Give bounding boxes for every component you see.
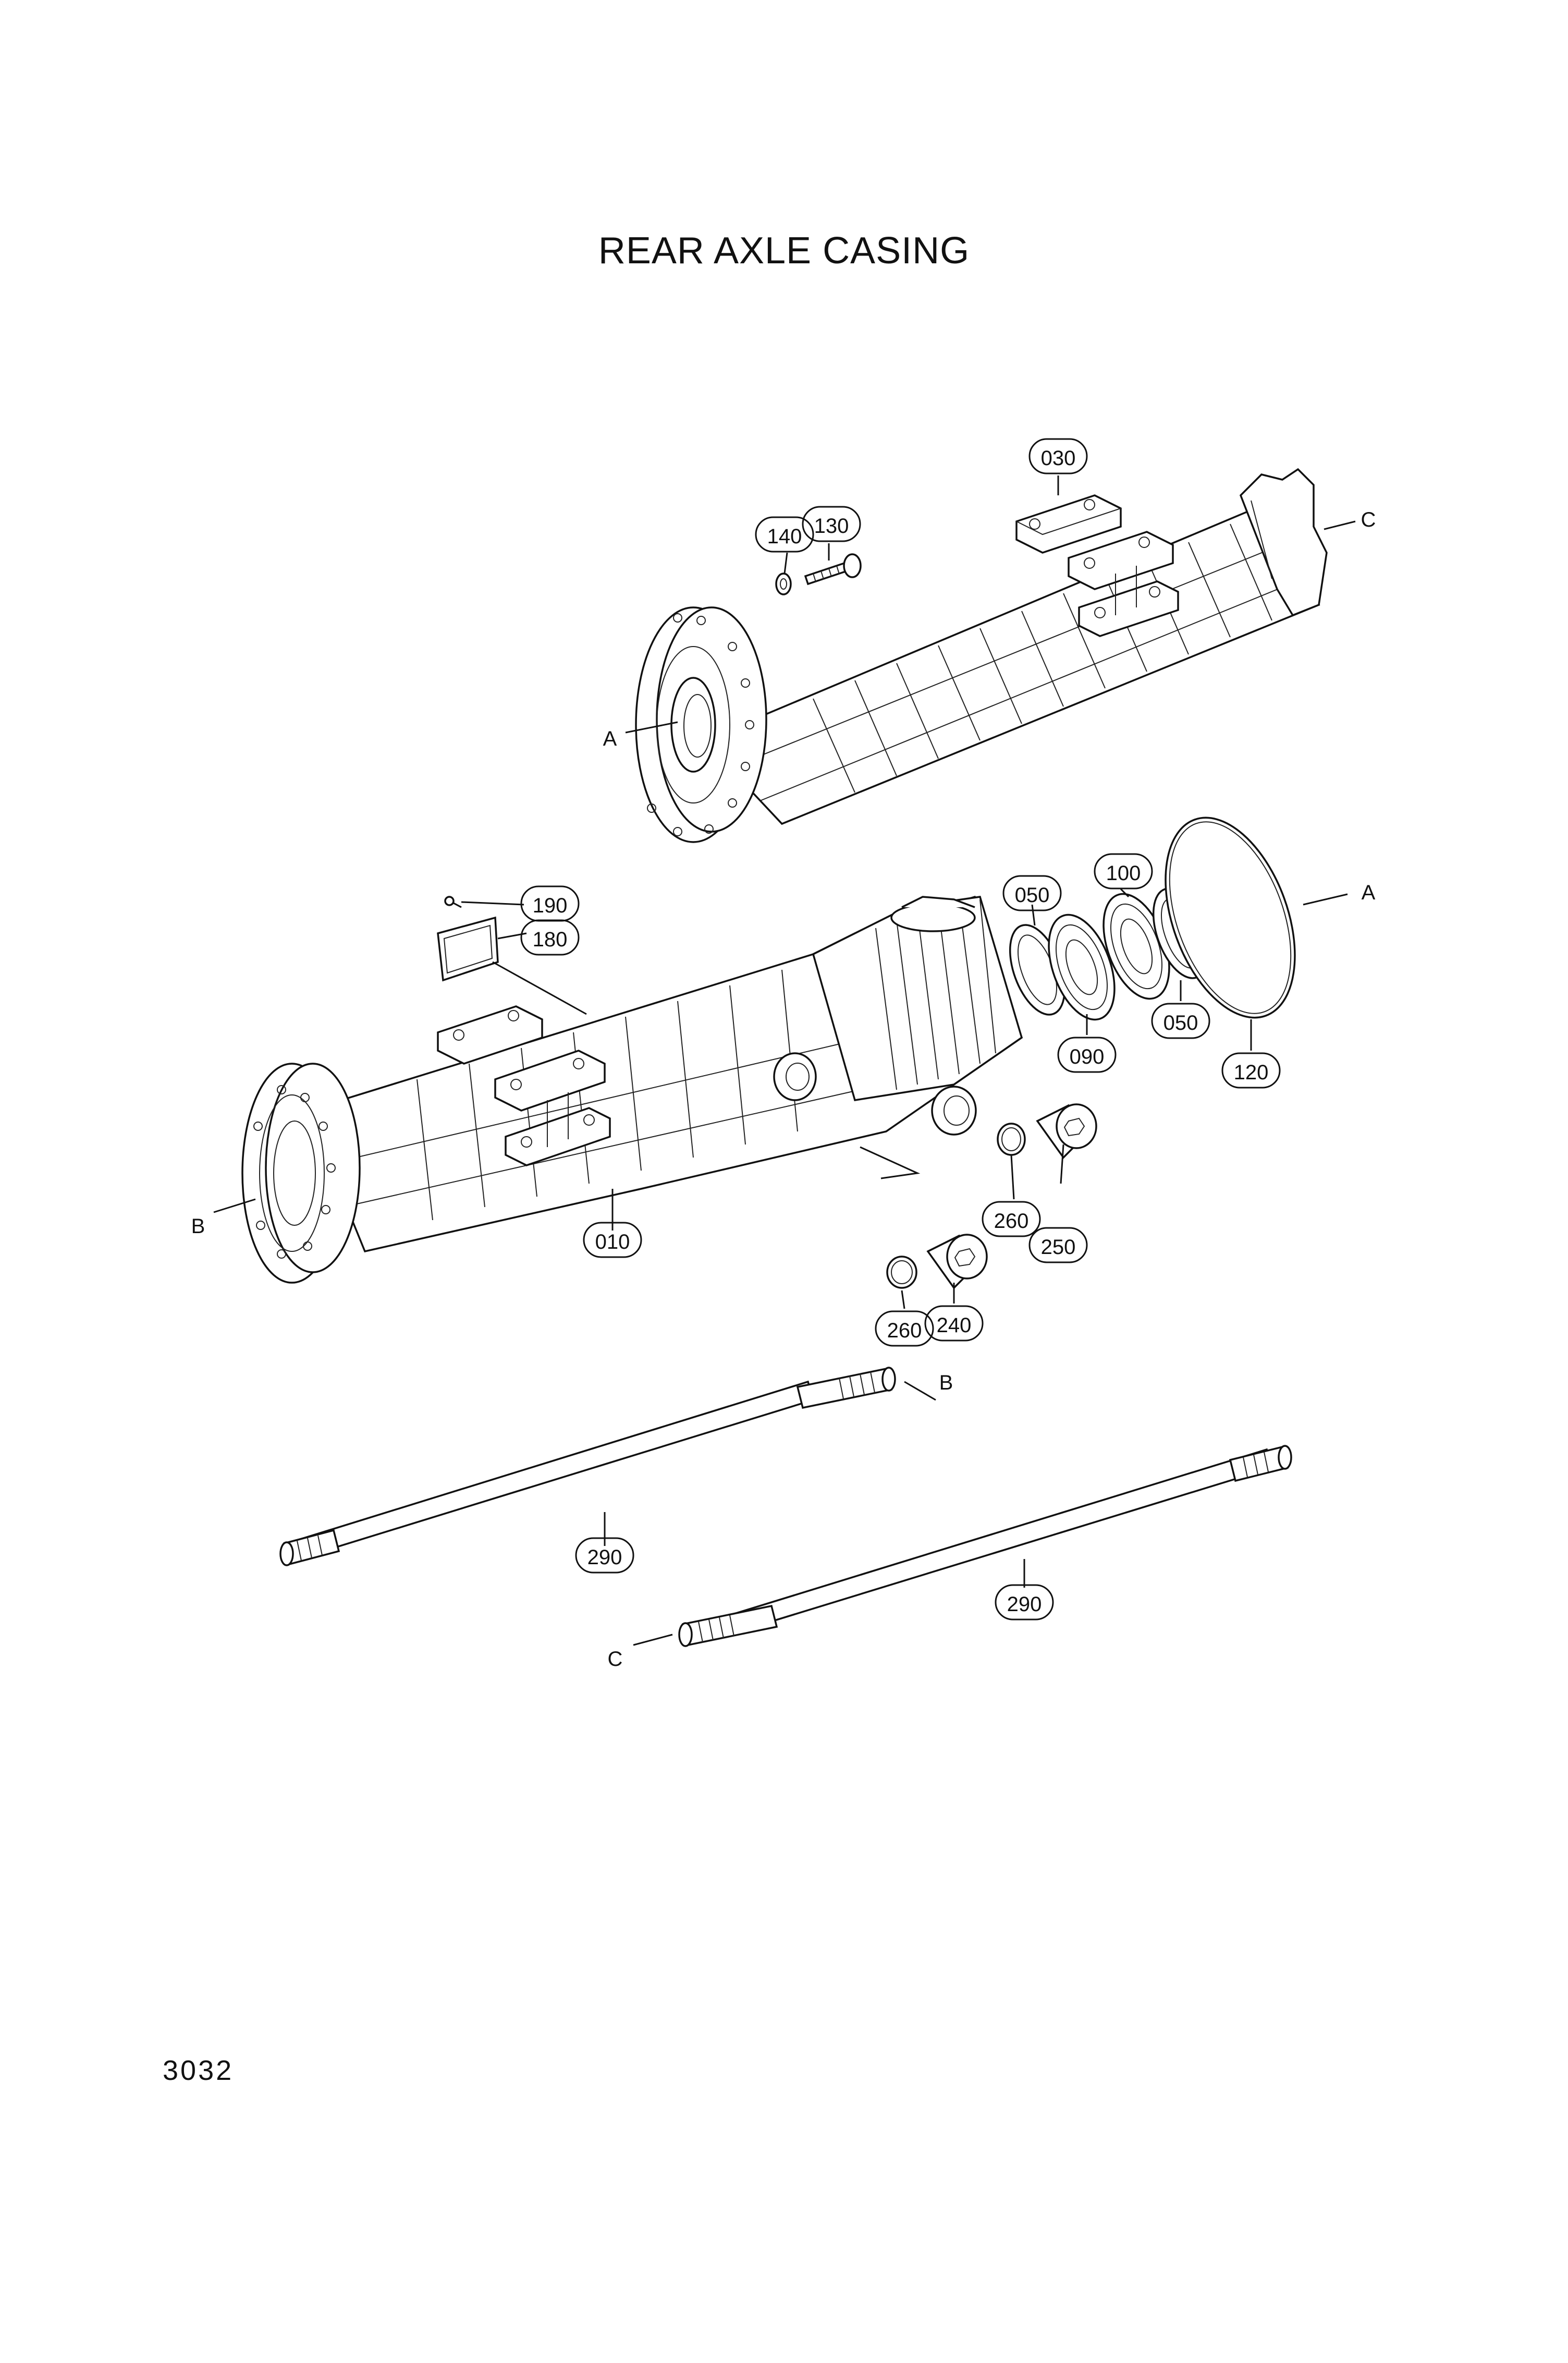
screw-190	[444, 896, 462, 908]
callout-100: 100	[1094, 853, 1153, 890]
ref-letter-a-upper: A	[603, 727, 617, 750]
svg-text:190: 190	[533, 894, 568, 917]
callout-050-right: 050	[1151, 1003, 1210, 1039]
ref-letter-a-lower: A	[1362, 881, 1376, 904]
ref-letter-c-shaft: C	[608, 1648, 623, 1671]
page-title: REAR AXLE CASING	[598, 230, 970, 272]
svg-text:050: 050	[1163, 1012, 1198, 1034]
seal-ring-260-right	[997, 1123, 1026, 1156]
o-ring-120	[1165, 817, 1296, 1019]
svg-text:120: 120	[1234, 1061, 1269, 1084]
axle-shaft-290-lower	[678, 1445, 1292, 1647]
svg-text:290: 290	[1007, 1593, 1042, 1616]
plug-240	[926, 1234, 988, 1289]
svg-text:050: 050	[1015, 884, 1050, 907]
lower-axle-casing	[241, 895, 1023, 1284]
callout-090: 090	[1057, 1037, 1117, 1073]
plug-250	[1036, 1103, 1097, 1159]
callout-180: 180	[520, 919, 580, 956]
cover-plate-180	[437, 916, 499, 982]
leader-lines	[213, 476, 1356, 1646]
axle-shaft-290-upper	[279, 1367, 896, 1566]
svg-text:030: 030	[1041, 447, 1076, 470]
callout-130: 130	[802, 506, 861, 542]
svg-text:090: 090	[1070, 1045, 1105, 1068]
svg-text:290: 290	[587, 1546, 622, 1569]
callout-190: 190	[520, 885, 580, 922]
upper-axle-casing	[635, 468, 1328, 843]
callout-260-right: 260	[982, 1201, 1041, 1237]
callout-260-left: 260	[875, 1310, 934, 1347]
ref-letter-b-lower: B	[191, 1215, 205, 1238]
seal-ring-260-left	[886, 1256, 917, 1289]
bolt-130	[804, 553, 862, 586]
svg-text:250: 250	[1041, 1236, 1076, 1259]
callout-050-left: 050	[1002, 875, 1062, 911]
svg-text:180: 180	[533, 928, 568, 951]
callout-290-lower: 290	[995, 1584, 1054, 1621]
svg-text:010: 010	[595, 1231, 630, 1253]
bearing-090	[1048, 913, 1116, 1021]
svg-text:240: 240	[937, 1314, 972, 1337]
callout-290-upper: 290	[575, 1537, 634, 1574]
page-number: 3032	[163, 2055, 234, 2086]
callout-120: 120	[1221, 1052, 1281, 1089]
callout-240: 240	[924, 1305, 984, 1342]
svg-text:100: 100	[1106, 862, 1141, 885]
ref-letter-c-upper: C	[1361, 508, 1376, 531]
svg-text:140: 140	[767, 525, 802, 548]
callout-030: 030	[1028, 438, 1088, 474]
svg-text:260: 260	[887, 1319, 922, 1342]
svg-text:260: 260	[994, 1210, 1029, 1233]
callout-010: 010	[583, 1222, 642, 1258]
svg-text:130: 130	[814, 515, 849, 538]
ref-letter-b-shaft: B	[939, 1371, 953, 1394]
washer-140	[775, 573, 792, 595]
callout-250: 250	[1028, 1227, 1088, 1263]
callout-140: 140	[755, 516, 814, 553]
